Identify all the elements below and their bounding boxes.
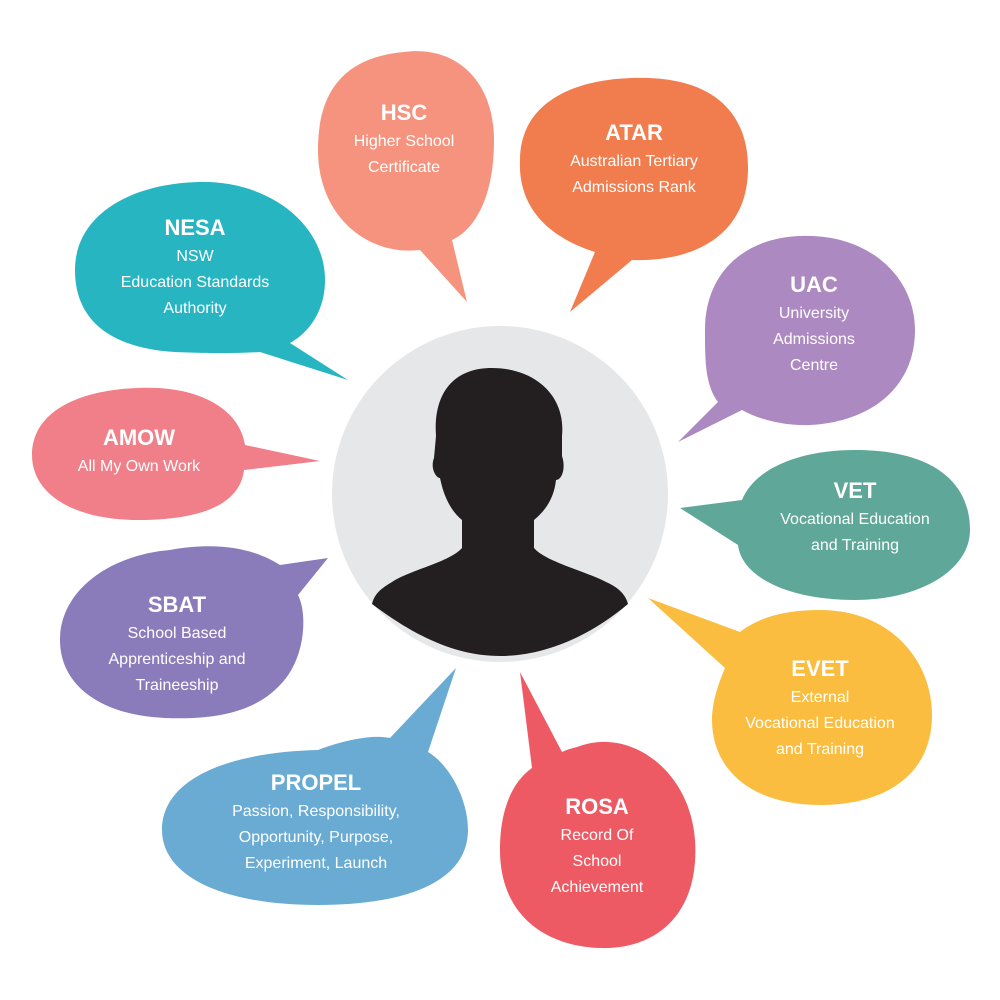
speech-bubble-shape-vet	[680, 450, 970, 600]
acronym-hsc: HSC	[381, 100, 428, 125]
speech-bubble-shape-amow	[32, 387, 320, 520]
definition-line-nesa-2: Education Standards	[121, 274, 270, 291]
acronym-propel: PROPEL	[271, 770, 361, 795]
definition-line-sbat-2: Apprenticeship and	[109, 651, 246, 668]
definition-line-atar-2: Admissions Rank	[572, 179, 697, 196]
speech-bubble-shape-propel	[162, 668, 468, 905]
definition-line-amow-1: All My Own Work	[78, 458, 201, 475]
acronym-rosa: ROSA	[565, 794, 629, 819]
acronym-atar: ATAR	[605, 120, 663, 145]
speech-bubble-shape-sbat	[60, 546, 328, 719]
acronym-amow: AMOW	[103, 425, 175, 450]
definition-line-propel-3: Experiment, Launch	[245, 855, 387, 872]
speech-bubble-shape-hsc	[318, 51, 494, 303]
speech-bubble-shape-atar	[519, 77, 748, 312]
definition-line-rosa-3: Achievement	[551, 879, 644, 896]
definition-line-uac-2: Admissions	[773, 331, 855, 348]
speech-bubble-amow: AMOW All My Own Work	[32, 387, 320, 520]
acronym-uac: UAC	[790, 272, 838, 297]
definition-line-propel-2: Opportunity, Purpose,	[239, 829, 393, 846]
definition-line-rosa-2: School	[573, 853, 622, 870]
speech-bubble-propel: PROPEL Passion, Responsibility, Opportunit…	[162, 668, 468, 905]
definition-line-uac-1: University	[779, 305, 849, 322]
definition-line-rosa-1: Record Of	[561, 827, 634, 844]
acronym-vet: VET	[834, 478, 877, 503]
definition-line-hsc-1: Higher School	[354, 133, 455, 150]
speech-bubble-vet: VET Vocational Education and Training	[680, 450, 970, 600]
acronym-evet: EVET	[791, 656, 849, 681]
definition-line-vet-2: and Training	[811, 537, 899, 554]
center-avatar	[332, 326, 668, 662]
acronym-sbat: SBAT	[148, 592, 207, 617]
definition-line-hsc-2: Certificate	[368, 159, 440, 176]
definition-line-evet-1: External	[791, 689, 850, 706]
person-silhouette-icon	[372, 368, 628, 656]
definition-line-nesa-1: NSW	[176, 248, 214, 265]
definition-line-nesa-3: Authority	[163, 300, 226, 317]
definition-line-evet-2: Vocational Education	[745, 715, 894, 732]
speech-bubble-shape-nesa	[75, 181, 348, 380]
definition-line-sbat-3: Traineeship	[135, 677, 218, 694]
definition-line-vet-1: Vocational Education	[780, 511, 929, 528]
definition-line-sbat-1: School Based	[128, 625, 227, 642]
definition-line-atar-1: Australian Tertiary	[570, 153, 698, 170]
definition-line-evet-3: and Training	[776, 741, 864, 758]
definition-line-propel-1: Passion, Responsibility,	[232, 803, 400, 820]
speech-bubble-shape-rosa	[500, 672, 696, 949]
speech-bubble-shape-evet	[648, 598, 932, 805]
definition-line-uac-3: Centre	[790, 357, 838, 374]
acronym-nesa: NESA	[164, 215, 225, 240]
speech-bubble-shape-uac	[678, 235, 915, 442]
